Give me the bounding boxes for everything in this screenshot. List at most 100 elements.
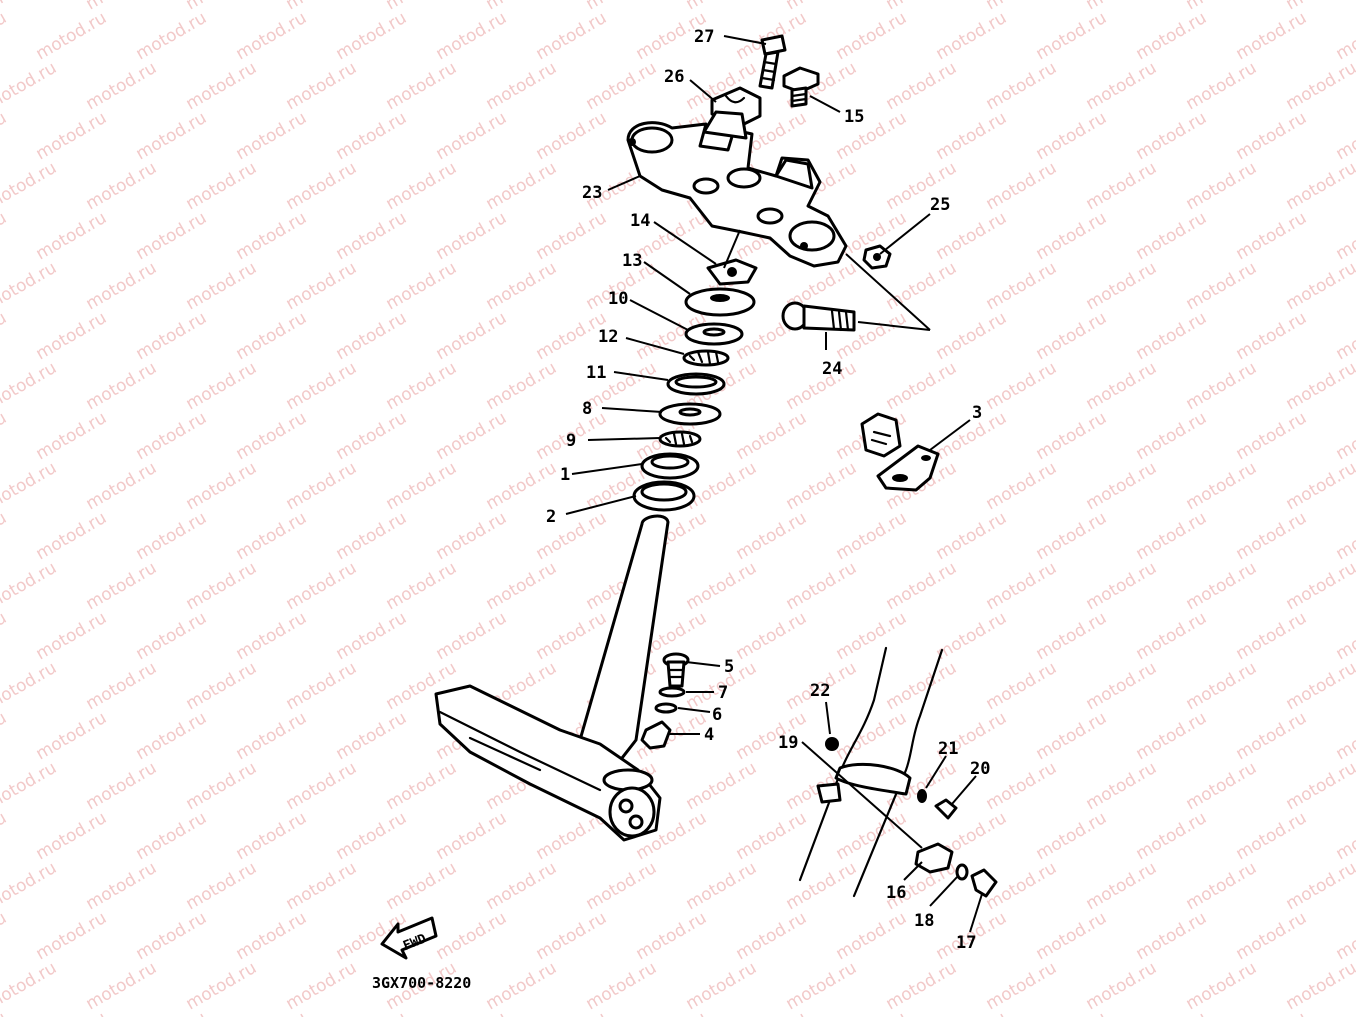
- watermark-text: motod.ru: [333, 1008, 411, 1017]
- watermark-text: motod.ru: [0, 658, 60, 714]
- watermark-text: motod.ru: [233, 908, 311, 964]
- watermark-text: motod.ru: [283, 858, 361, 914]
- watermark-text: motod.ru: [833, 908, 911, 964]
- watermark-text: motod.ru: [683, 758, 761, 814]
- watermark-text: motod.ru: [1033, 608, 1111, 664]
- watermark-text: motod.ru: [133, 8, 211, 64]
- callout-6: 6: [712, 705, 722, 725]
- race-11: [666, 372, 726, 396]
- watermark-text: motod.ru: [283, 358, 361, 414]
- watermark-text: motod.ru: [1333, 208, 1356, 264]
- watermark-text: motod.ru: [1283, 758, 1356, 814]
- watermark-text: motod.ru: [1283, 958, 1356, 1014]
- watermark-text: motod.ru: [933, 1008, 1011, 1017]
- watermark-text: motod.ru: [0, 558, 60, 614]
- watermark-text: motod.ru: [233, 708, 311, 764]
- watermark-text: motod.ru: [1183, 558, 1261, 614]
- watermark-text: motod.ru: [133, 608, 211, 664]
- watermark-text: motod.ru: [983, 258, 1061, 314]
- watermark-text: motod.ru: [0, 358, 60, 414]
- watermark-text: motod.ru: [333, 8, 411, 64]
- watermark-text: motod.ru: [883, 958, 961, 1014]
- watermark-text: motod.ru: [933, 508, 1011, 564]
- callout-2: 2: [546, 507, 556, 527]
- watermark-text: motod.ru: [1183, 358, 1261, 414]
- watermark-text: motod.ru: [783, 958, 861, 1014]
- watermark-text: motod.ru: [0, 258, 60, 314]
- watermark-text: motod.ru: [1283, 258, 1356, 314]
- watermark-text: motod.ru: [1233, 508, 1311, 564]
- watermark-text: motod.ru: [283, 258, 361, 314]
- callout-7: 7: [718, 683, 728, 703]
- watermark-text: motod.ru: [233, 408, 311, 464]
- watermark-text: motod.ru: [183, 658, 261, 714]
- watermark-text: motod.ru: [1083, 358, 1161, 414]
- watermark-text: motod.ru: [1083, 858, 1161, 914]
- watermark-text: motod.ru: [83, 458, 161, 514]
- watermark-text: motod.ru: [983, 58, 1061, 114]
- watermark-text: motod.ru: [133, 808, 211, 864]
- watermark-text: motod.ru: [483, 158, 561, 214]
- bolt-27: [758, 34, 787, 90]
- watermark-text: motod.ru: [183, 958, 261, 1014]
- callout-1: 1: [560, 465, 570, 485]
- watermark-text: motod.ru: [483, 358, 561, 414]
- callout-14: 14: [630, 211, 650, 231]
- watermark-text: motod.ru: [233, 808, 311, 864]
- watermark-text: motod.ru: [1333, 608, 1356, 664]
- washer-7: [658, 686, 686, 698]
- watermark-text: motod.ru: [1333, 808, 1356, 864]
- watermark-text: motod.ru: [983, 758, 1061, 814]
- watermark-text: motod.ru: [183, 258, 261, 314]
- watermark-text: motod.ru: [433, 408, 511, 464]
- watermark-text: motod.ru: [0, 458, 60, 514]
- watermark-text: motod.ru: [0, 1008, 10, 1017]
- watermark-text: motod.ru: [283, 758, 361, 814]
- watermark-text: motod.ru: [83, 958, 161, 1014]
- watermark-text: motod.ru: [233, 108, 311, 164]
- watermark-text: motod.ru: [33, 908, 111, 964]
- watermark-text: motod.ru: [733, 808, 811, 864]
- watermark-text: motod.ru: [1233, 1008, 1311, 1017]
- watermark-text: motod.ru: [1133, 808, 1211, 864]
- watermark-text: motod.ru: [133, 208, 211, 264]
- watermark-text: motod.ru: [983, 458, 1061, 514]
- steering-stem: [434, 514, 670, 842]
- watermark-text: motod.ru: [1133, 1008, 1211, 1017]
- bolt-5: [662, 652, 690, 688]
- watermark-text: motod.ru: [1233, 408, 1311, 464]
- watermark-text: motod.ru: [433, 8, 511, 64]
- watermark-text: motod.ru: [383, 858, 461, 914]
- watermark-text: motod.ru: [0, 858, 60, 914]
- watermark-text: motod.ru: [1133, 308, 1211, 364]
- race-1: [640, 452, 700, 480]
- watermark-text: motod.ru: [1183, 58, 1261, 114]
- watermark-text: motod.ru: [383, 58, 461, 114]
- washer-8: [658, 402, 722, 426]
- watermark-text: motod.ru: [983, 358, 1061, 414]
- watermark-text: motod.ru: [1233, 608, 1311, 664]
- watermark-text: motod.ru: [233, 8, 311, 64]
- watermark-text: motod.ru: [1133, 108, 1211, 164]
- watermark-text: motod.ru: [0, 108, 10, 164]
- watermark-text: motod.ru: [83, 58, 161, 114]
- watermark-text: motod.ru: [1133, 608, 1211, 664]
- watermark-text: motod.ru: [233, 1008, 311, 1017]
- watermark-text: motod.ru: [283, 458, 361, 514]
- bolt-17: [970, 868, 998, 898]
- watermark-text: motod.ru: [1083, 458, 1161, 514]
- watermark-text: motod.ru: [1183, 658, 1261, 714]
- watermark-text: motod.ru: [183, 858, 261, 914]
- watermark-text: motod.ru: [333, 108, 411, 164]
- watermark-text: motod.ru: [1283, 458, 1356, 514]
- watermark-text: motod.ru: [33, 1008, 111, 1017]
- watermark-text: motod.ru: [133, 108, 211, 164]
- watermark-text: motod.ru: [633, 908, 711, 964]
- watermark-text: motod.ru: [1233, 108, 1311, 164]
- bolt-15: [782, 66, 820, 108]
- watermark-text: motod.ru: [683, 558, 761, 614]
- callout-11: 11: [586, 363, 606, 383]
- watermark-text: motod.ru: [583, 958, 661, 1014]
- washer-10: [684, 322, 744, 346]
